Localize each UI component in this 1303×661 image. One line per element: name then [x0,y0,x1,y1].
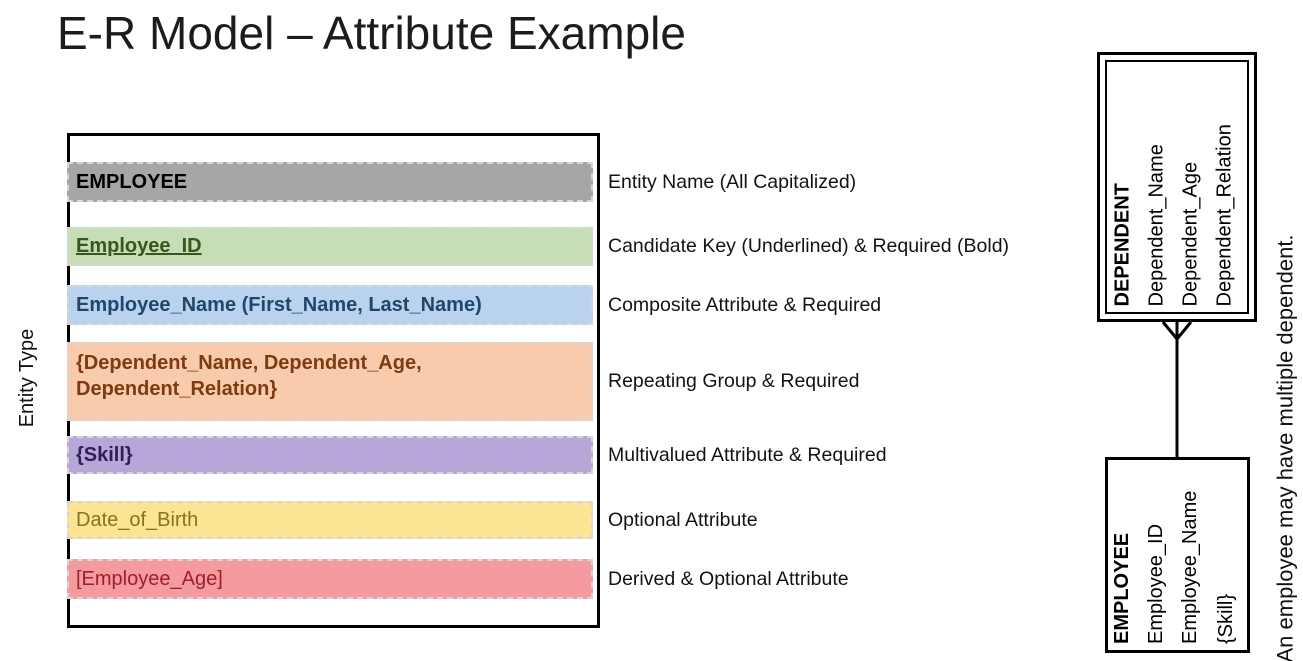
employee-entity-name: EMPLOYEE [1111,532,1133,644]
entity-type-axis-label: Entity Type [16,328,38,428]
attribute-row-label: EMPLOYEE [76,170,188,193]
attribute-row-label: {Dependent_Name, Dependent_Age, Dependen… [76,352,422,400]
annotation-optional: Optional Attribute [608,508,758,531]
dependent-entity-box [1097,52,1257,322]
dependent-entity-text: DEPENDENT Dependent_Name Dependent_Age D… [1106,62,1250,315]
relationship-caption: An employee may have multiple dependent. [1272,234,1298,661]
employee-attr: {Skill} [1215,593,1237,644]
attribute-row-label: Date_of_Birth [76,508,199,531]
page-title: E-R Model – Attribute Example [57,7,686,59]
annotation-candidate-key: Candidate Key (Underlined) & Required (B… [608,235,1010,257]
attribute-row-label: [Employee_Age] [76,567,223,590]
annotation-multivalued: Multivalued Attribute & Required [608,443,887,466]
attribute-row-multivalued: {Skill} [67,436,593,474]
annotation-repeating-group: Repeating Group & Required [608,370,860,392]
attribute-row-entity-name: EMPLOYEE [67,162,593,202]
annotation-composite: Composite Attribute & Required [608,293,882,316]
dependent-attr: Dependent_Relation [1213,124,1236,307]
dependent-entity-name: DEPENDENT [1111,183,1134,307]
attribute-row-repeating-group: {Dependent_Name, Dependent_Age, Dependen… [67,342,593,421]
attribute-row-composite: Employee_Name (First_Name, Last_Name) [67,285,593,325]
dependent-entity-inner-border [1105,60,1249,314]
employee-attr: Employee_Name [1179,490,1201,644]
employee-entity-box [1105,457,1250,653]
dependent-attr: Dependent_Age [1179,161,1202,307]
attribute-row-candidate-key: Employee_ID [67,227,593,266]
attribute-row-derived: [Employee_Age] [67,559,593,599]
annotation-entity-name: Entity Name (All Capitalized) [608,170,857,193]
attribute-row-label: Employee_ID [76,235,202,257]
attribute-row-label: Employee_Name (First_Name, Last_Name) [76,293,482,316]
employee-entity-text: EMPLOYEE Employee_ID Employee_Name {Skil… [1105,457,1250,652]
annotation-derived: Derived & Optional Attribute [608,567,849,590]
relationship-connector-crow-foot [1161,321,1193,459]
attribute-row-optional: Date_of_Birth [67,501,593,539]
dependent-attr: Dependent_Name [1145,144,1168,307]
attribute-row-label: {Skill} [76,443,133,466]
employee-attr: Employee_ID [1145,523,1167,644]
